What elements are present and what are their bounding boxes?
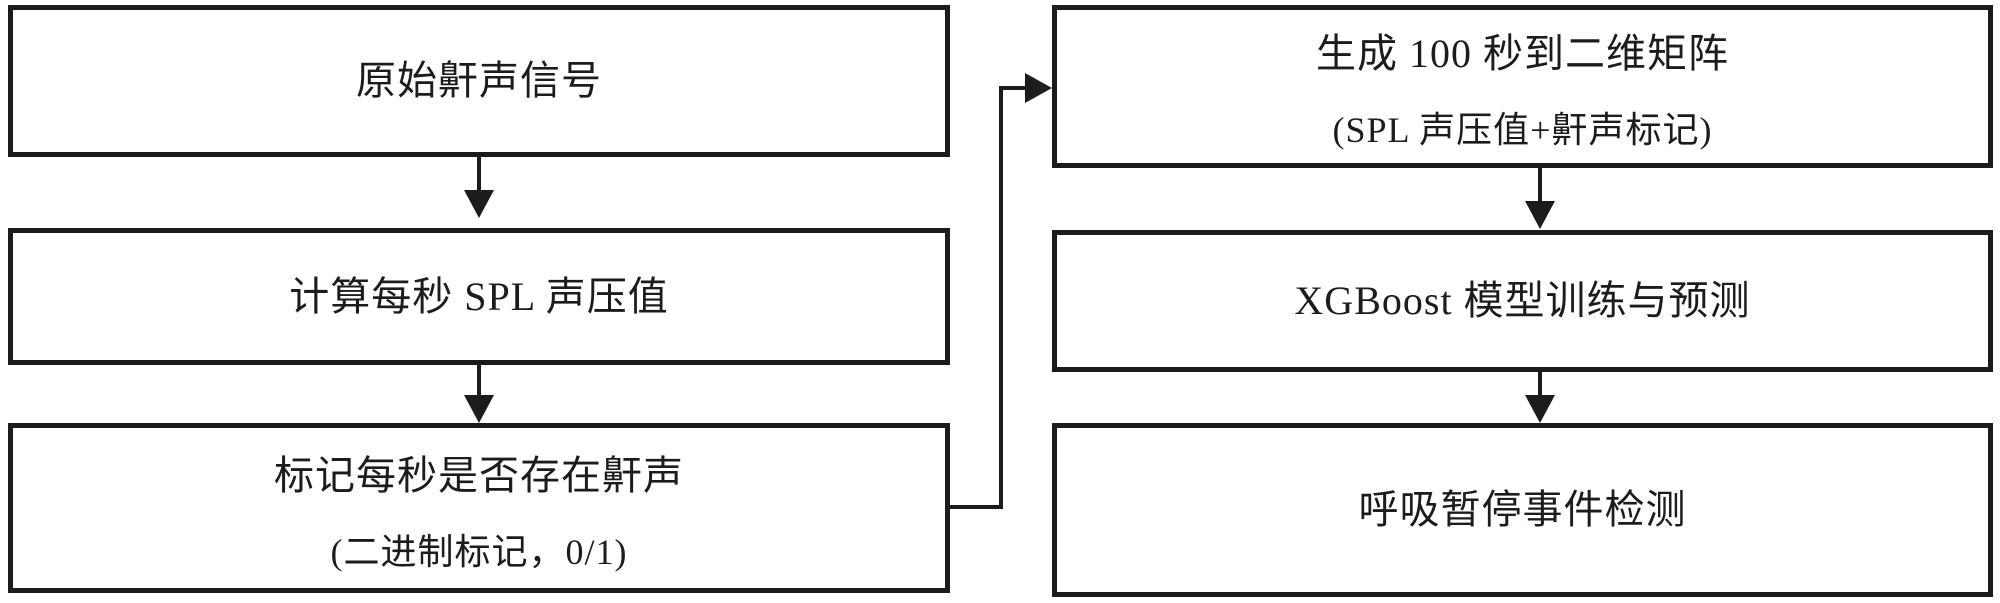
arrowhead-down-icon-r1-r2 xyxy=(1525,201,1555,229)
box-label-snore-per-second: 标记每秒是否存在鼾声 (二进制标记，0/1) xyxy=(8,423,950,593)
box-generate-100s-matrix-label: 生成 100 秒到二维矩阵 xyxy=(1316,31,1729,77)
connector-bottom-segment xyxy=(950,505,1003,509)
arrowhead-down-icon-r2-r3 xyxy=(1525,395,1555,423)
box-apnea-event-detection-label: 呼吸暂停事件检测 xyxy=(1358,487,1687,532)
arrowhead-down-icon-l1-l2 xyxy=(464,190,494,218)
box-label-snore-per-second-label: 标记每秒是否存在鼾声 xyxy=(274,452,684,498)
arrow-stem-r2-r3 xyxy=(1538,372,1542,398)
arrow-stem-l2-l3 xyxy=(477,365,481,397)
connector-top-segment xyxy=(999,86,1027,90)
box-apnea-event-detection: 呼吸暂停事件检测 xyxy=(1052,423,1993,597)
arrow-stem-r1-r2 xyxy=(1538,168,1542,202)
box-label-snore-per-second-sublabel: (二进制标记，0/1) xyxy=(330,531,628,572)
arrowhead-right-icon-l3-r1 xyxy=(1025,73,1052,103)
box-xgboost-train-predict-label: XGBoost 模型训练与预测 xyxy=(1294,278,1751,323)
connector-vertical-segment xyxy=(999,86,1003,509)
box-calc-spl-per-second-label: 计算每秒 SPL 声压值 xyxy=(289,273,669,319)
box-original-snore-signal: 原始鼾声信号 xyxy=(8,5,950,157)
arrowhead-down-icon-l2-l3 xyxy=(464,395,494,423)
box-xgboost-train-predict: XGBoost 模型训练与预测 xyxy=(1052,230,1993,372)
box-original-snore-signal-label: 原始鼾声信号 xyxy=(356,58,602,103)
arrow-stem-l1-l2 xyxy=(477,157,481,190)
box-calc-spl-per-second: 计算每秒 SPL 声压值 xyxy=(8,228,950,365)
box-generate-100s-matrix-sublabel: (SPL 声压值+鼾声标记) xyxy=(1332,110,1713,151)
box-generate-100s-matrix: 生成 100 秒到二维矩阵 (SPL 声压值+鼾声标记) xyxy=(1052,5,1993,168)
